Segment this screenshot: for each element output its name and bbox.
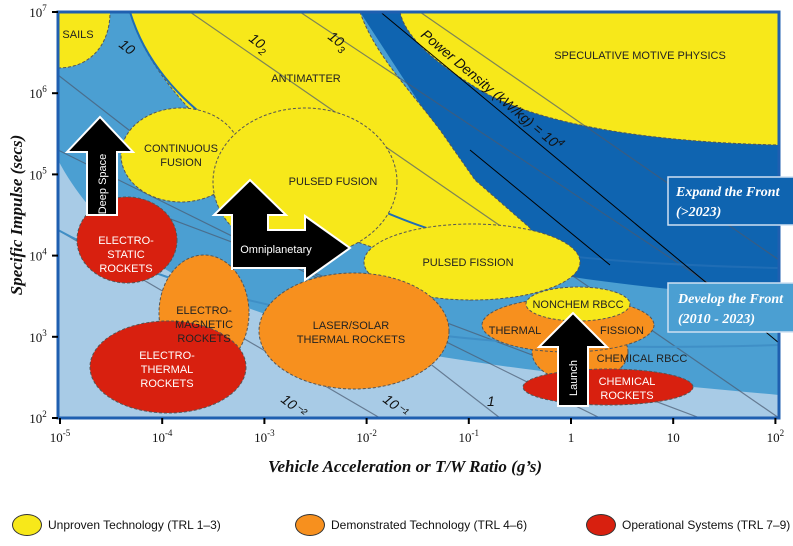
launch-label: Launch: [568, 360, 580, 396]
iso-label-1000: 103: [323, 28, 352, 57]
electrostatic-label-1: ELECTRO-: [98, 235, 154, 247]
x-tick-label: 1: [568, 430, 575, 445]
y-axis-title: Specific Impulse (secs): [7, 135, 26, 296]
electrothermal-label-1: ELECTRO-: [139, 350, 195, 362]
x-tick-label: 10-3: [254, 428, 275, 445]
legend-label: Unproven Technology (TRL 1–3): [48, 518, 221, 532]
omniplanetary-arrow: Omniplanetary: [211, 178, 352, 282]
legend-label: Operational Systems (TRL 7–9): [622, 518, 791, 532]
x-tick-label: 102: [767, 428, 785, 445]
legend-swatch-orange: [295, 514, 325, 536]
x-axis-title: Vehicle Acceleration or T/W Ratio (g’s): [268, 457, 542, 476]
expand-front-years: (>2023): [676, 205, 721, 220]
x-tick-label: 10-1: [459, 428, 480, 445]
electrostatic-label-3: ROCKETS: [99, 263, 152, 275]
deep-space-label: Deep Space: [97, 154, 109, 215]
laser-solar-label-1: LASER/SOLAR: [313, 320, 389, 332]
chemical-rockets-label-2: ROCKETS: [600, 390, 653, 402]
continuous-fusion-label: CONTINUOUS: [144, 143, 218, 155]
y-tick-label: 106: [29, 84, 47, 101]
pulsed-fission-ellipse: [363, 223, 581, 301]
electromagnetic-label-1: ELECTRO-: [176, 305, 232, 317]
legend-demonstrated: Demonstrated Technology (TRL 4–6): [295, 514, 527, 536]
legend-unproven: Unproven Technology (TRL 1–3): [12, 514, 221, 536]
develop-front-years: (2010 - 2023): [678, 312, 755, 327]
electrothermal-label-3: ROCKETS: [140, 378, 193, 390]
laser-solar-label-2: THERMAL ROCKETS: [297, 334, 405, 346]
iso-label-1: 1: [487, 393, 495, 409]
fission-label: FISSION: [600, 325, 644, 337]
deep-space-arrow: Deep Space: [64, 115, 136, 216]
electrothermal-rockets-ellipse: [89, 320, 247, 414]
thermal-label: THERMAL: [489, 325, 542, 337]
sails-label: SAILS: [62, 29, 93, 41]
electrothermal-label-2: THERMAL: [141, 364, 194, 376]
x-tick-label: 10-2: [356, 428, 377, 445]
develop-front-label: Develop the Front: [677, 292, 784, 307]
x-axis-ticks: 10-5 10-4 10-3 10-2 10-1 1 10 102: [50, 418, 784, 445]
x-tick-label: 10-4: [152, 428, 173, 445]
pulsed-fission-label: PULSED FISSION: [422, 257, 513, 269]
develop-front-box: Develop the Front (2010 - 2023): [667, 282, 793, 333]
chemical-rbcc-label: CHEMICAL RBCC: [597, 353, 688, 365]
laser-solar-ellipse: [258, 272, 450, 390]
electromagnetic-label-2: MAGNETIC: [175, 319, 233, 331]
y-tick-label: 105: [29, 165, 47, 182]
y-tick-label: 107: [29, 3, 47, 20]
launch-arrow: Launch: [536, 311, 610, 407]
legend-swatch-red: [586, 514, 616, 536]
x-tick-label: 10: [667, 430, 680, 445]
legend-label: Demonstrated Technology (TRL 4–6): [331, 518, 528, 532]
electrostatic-rockets-ellipse: [76, 196, 178, 284]
y-tick-label: 103: [29, 328, 47, 345]
power-density-line-2: [469, 149, 611, 266]
x-tick-label: 10-5: [50, 428, 71, 445]
y-axis-ticks: 107 106 105 104 103 102: [29, 3, 58, 426]
legend-operational: Operational Systems (TRL 7–9): [586, 514, 790, 536]
continuous-fusion-label-2: FUSION: [160, 157, 202, 169]
nonchem-rbcc-label: NONCHEM RBCC: [532, 299, 623, 311]
chemical-rockets-label-1: CHEMICAL: [599, 376, 656, 388]
y-tick-label: 102: [29, 409, 47, 426]
expand-front-label: Expand the Front: [675, 185, 781, 200]
antimatter-label: ANTIMATTER: [271, 73, 341, 85]
smp-label: SPECULATIVE MOTIVE PHYSICS: [554, 50, 726, 62]
legend-swatch-yellow: [12, 514, 42, 536]
electromagnetic-label-3: ROCKETS: [177, 333, 230, 345]
expand-front-box: Expand the Front (>2023): [667, 176, 793, 226]
sails-region: [58, 12, 111, 69]
omniplanetary-label: Omniplanetary: [240, 244, 312, 256]
electrostatic-label-2: STATIC: [107, 249, 145, 261]
y-tick-label: 104: [29, 247, 47, 264]
pulsed-fusion-label: PULSED FUSION: [289, 176, 378, 188]
